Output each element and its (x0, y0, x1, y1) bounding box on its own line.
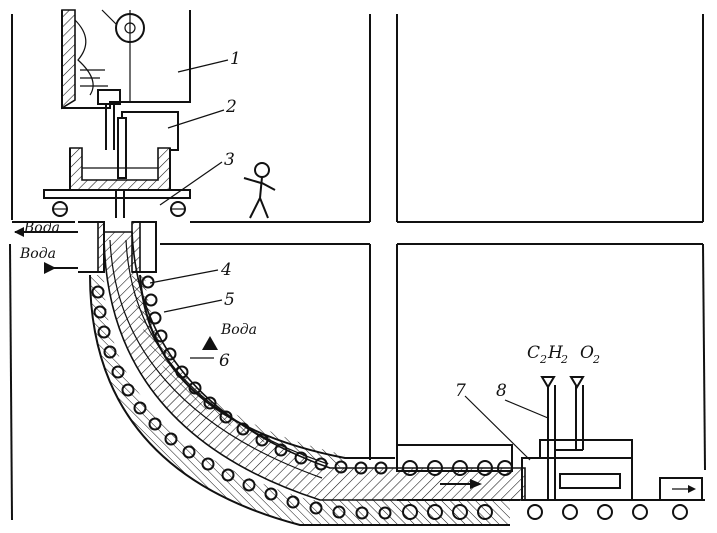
callout-2: 2 (225, 97, 237, 117)
output-conveyor (527, 477, 705, 520)
water-label-3: Вода (220, 322, 257, 338)
callout-3: 3 (224, 150, 235, 170)
callout-1: 1 (230, 49, 241, 69)
callout-5: 5 (224, 290, 235, 310)
callout-leaders (149, 59, 549, 461)
building-frame (9, 14, 706, 521)
gas-label-acetylene: C 2 H 2 (527, 343, 568, 366)
withdrawal-stand (396, 444, 520, 520)
callout-4: 4 (220, 260, 232, 280)
water-label-2: Вода (19, 246, 56, 262)
svg-text:2: 2 (560, 353, 568, 366)
water-label-1: Вода (23, 220, 60, 236)
callout-6: 6 (219, 351, 230, 371)
svg-text:O: O (580, 343, 594, 363)
rollers-outer (91, 285, 392, 520)
tundish (69, 111, 179, 218)
callout-8: 8 (496, 381, 507, 401)
svg-text:C: C (527, 343, 540, 363)
water-arrows (14, 227, 218, 350)
worker-figure (243, 162, 276, 219)
steel-ladle (61, 9, 191, 150)
rollers-inner (141, 275, 388, 475)
svg-text:2: 2 (539, 353, 547, 366)
strand-flow-arrow (440, 479, 482, 489)
gas-cutter (521, 376, 633, 501)
svg-text:H: H (547, 343, 564, 363)
gas-label-oxygen: O 2 (580, 343, 600, 366)
callout-7: 7 (455, 381, 466, 401)
tundish-carriage (43, 189, 191, 217)
svg-text:2: 2 (592, 353, 600, 366)
